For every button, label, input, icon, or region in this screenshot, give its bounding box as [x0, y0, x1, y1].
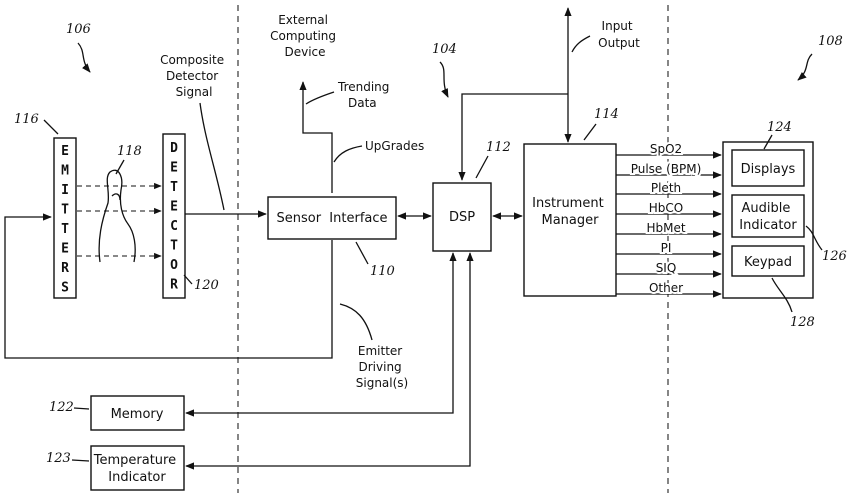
emitters-letter: M [61, 164, 69, 179]
upgrades-leader [334, 146, 362, 162]
ref-108: 108 [818, 34, 843, 49]
finger-nail [112, 194, 120, 200]
ref-120: 120 [194, 278, 219, 293]
parameter-label: PI [661, 241, 672, 255]
emitter-driving-label: Emitter Driving Signal(s) [356, 344, 408, 390]
ref-123: 123 [46, 451, 71, 466]
memory-label: Memory [111, 407, 164, 422]
ref-123-leader [72, 460, 89, 461]
emitters-letter: E [61, 144, 69, 159]
ref-104-arrow [440, 62, 448, 97]
memory-dsp-link [186, 253, 453, 413]
detector-box [163, 134, 185, 298]
parameter-label: HbMet [646, 221, 685, 235]
trending-data-label: Trending Data [337, 80, 393, 110]
parameter-label: Other [649, 281, 683, 295]
parameter-label: SIQ [656, 261, 677, 275]
parameter-label: Pulse (BPM) [631, 162, 702, 176]
detector-letter: E [170, 161, 178, 176]
composite-signal-label: Composite Detector Signal [160, 53, 228, 99]
parameter-label: Pleth [651, 181, 681, 195]
ref-110: 110 [370, 264, 395, 279]
detector-letter: R [170, 278, 178, 293]
detector-letter: T [170, 239, 178, 254]
external-device-label: External Computing Device [270, 13, 340, 59]
trending-leader [306, 92, 334, 104]
ref-104: 104 [432, 42, 457, 57]
upgrades-label: UpGrades [365, 139, 424, 153]
ref-118-leader [116, 160, 124, 174]
ref-114: 114 [594, 107, 619, 122]
keypad-label: Keypad [744, 255, 792, 270]
detector-letter: D [170, 141, 178, 156]
ref-116-leader [44, 120, 58, 134]
ref-112-leader [476, 156, 488, 178]
input-output-leader [572, 36, 590, 52]
emitters-letter: T [61, 222, 69, 237]
emitters-letter: R [61, 261, 69, 276]
ref-122: 122 [49, 400, 74, 415]
composite-signal-leader [200, 103, 224, 210]
input-output-label: Input Output [598, 19, 640, 50]
parameter-label: SpO2 [650, 142, 682, 156]
ref-116: 116 [14, 112, 39, 127]
ref-128: 128 [790, 315, 815, 330]
displays-label: Displays [741, 162, 796, 177]
ref-112: 112 [486, 140, 511, 155]
ref-110-leader [356, 242, 368, 264]
detector-letter: O [170, 258, 178, 273]
ref-114-leader [584, 124, 596, 140]
finger-icon [99, 170, 135, 262]
ref-122-leader [74, 408, 89, 409]
ref-118: 118 [117, 144, 142, 159]
emitters-letter: I [61, 183, 69, 198]
temperature-dsp-link [186, 253, 470, 466]
ref-106-arrow [78, 43, 90, 72]
emitters-letter: T [61, 203, 69, 218]
ref-106: 106 [66, 22, 91, 37]
emitter-driving-leader [340, 304, 372, 340]
emitters-letter: E [61, 242, 69, 257]
sensor-interface-label: Sensor Interface [276, 211, 387, 226]
ref-108-arrow [798, 54, 812, 80]
detector-letter: C [170, 219, 178, 234]
emitters-letter: S [61, 281, 69, 296]
dsp-label: DSP [449, 210, 475, 225]
ref-126: 126 [822, 249, 847, 264]
detector-letter: E [170, 200, 178, 215]
ref-124: 124 [767, 120, 792, 135]
detector-letter: T [170, 180, 178, 195]
parameter-label: HbCO [649, 201, 683, 215]
